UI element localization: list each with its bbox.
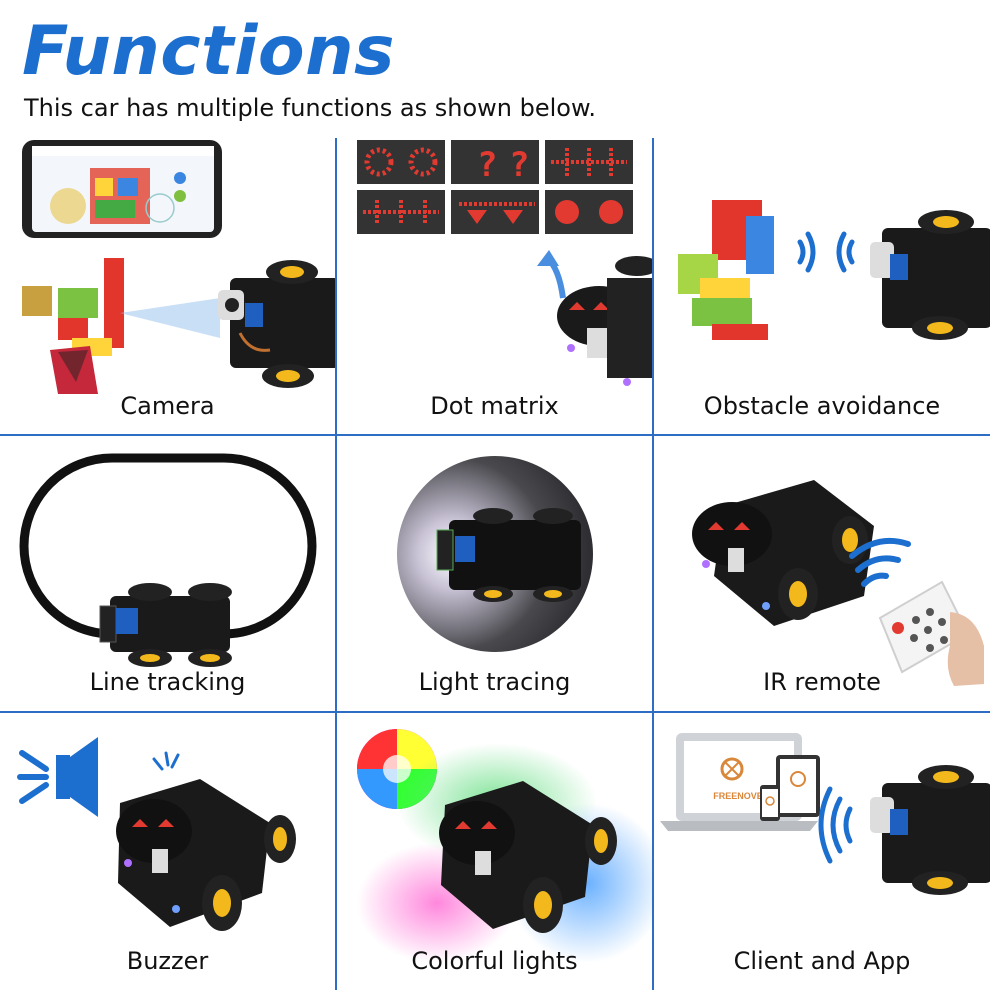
functions-grid: Camera ? ? xyxy=(0,138,990,990)
speaker-icon xyxy=(17,737,98,817)
function-label: IR remote xyxy=(763,668,881,696)
grid-divider xyxy=(652,138,654,990)
phone-icon xyxy=(22,140,222,238)
car-icon xyxy=(870,765,990,895)
function-cell-camera: Camera xyxy=(0,138,335,434)
matrix-panel-4 xyxy=(357,190,445,234)
car-icon xyxy=(870,210,990,340)
matrix-panel-2: ? ? xyxy=(451,140,539,185)
svg-text:?: ? xyxy=(509,145,529,185)
dot-matrix-illustration: ? ? xyxy=(357,140,652,386)
light-tracing-illustration xyxy=(397,456,593,652)
svg-text:?: ? xyxy=(477,145,497,185)
toy-blocks-icon xyxy=(678,200,774,340)
camera-beam xyxy=(120,298,220,338)
hand-icon xyxy=(947,612,984,686)
page-title: Functions xyxy=(22,12,395,91)
grid-divider xyxy=(0,711,990,713)
function-cell-line-tracking: Line tracking xyxy=(0,436,335,711)
signal-waves-icon xyxy=(818,786,853,864)
matrix-panel-1 xyxy=(357,140,445,184)
function-cell-obstacle-avoidance: Obstacle avoidance xyxy=(654,138,990,434)
client-and-app-illustration: FREENOVE xyxy=(660,733,990,895)
function-cell-buzzer: Buzzer xyxy=(0,713,335,990)
ir-remote-icon xyxy=(878,580,984,686)
function-cell-colorful-lights: Colorful lights xyxy=(337,713,652,990)
car-icon xyxy=(218,260,335,388)
grid-divider xyxy=(335,138,337,990)
line-tracking-illustration xyxy=(19,453,317,667)
signal-waves-icon xyxy=(797,231,855,273)
function-cell-light-tracing: Light tracing xyxy=(337,436,652,711)
sound-waves-icon xyxy=(152,751,180,771)
page-subtitle: This car has multiple functions as shown… xyxy=(24,94,597,122)
camera-illustration xyxy=(22,140,335,394)
function-cell-ir-remote: IR remote xyxy=(654,436,990,711)
function-label: Buzzer xyxy=(126,947,209,975)
matrix-panel-3 xyxy=(545,140,633,184)
grid-divider xyxy=(0,434,990,436)
function-label: Client and App xyxy=(733,947,911,975)
matrix-panel-6 xyxy=(545,190,633,234)
laptop-icon: FREENOVE xyxy=(660,733,818,831)
car-icon xyxy=(439,781,617,933)
car-icon xyxy=(99,583,232,667)
function-cell-dot-matrix: ? ? xyxy=(337,138,652,434)
colorful-lights-illustration xyxy=(357,729,652,963)
signal-waves-icon xyxy=(849,538,911,587)
car-icon xyxy=(692,480,874,626)
function-label: Obstacle avoidance xyxy=(703,392,941,420)
ir-remote-illustration xyxy=(692,480,984,686)
car-icon xyxy=(557,256,652,386)
function-label: Dot matrix xyxy=(430,392,559,420)
matrix-panel-5 xyxy=(451,190,539,234)
function-cell-client-and-app: FREENOVE xyxy=(654,713,990,990)
function-label: Light tracing xyxy=(418,668,571,696)
tablet-icon xyxy=(776,755,820,817)
function-label: Colorful lights xyxy=(411,947,578,975)
car-icon xyxy=(116,779,296,931)
car-icon xyxy=(436,508,581,602)
obstacle-avoidance-illustration xyxy=(678,200,990,340)
function-label: Camera xyxy=(120,392,215,420)
toy-blocks-icon xyxy=(22,258,124,394)
buzzer-illustration xyxy=(17,737,296,931)
function-label: Line tracking xyxy=(89,668,246,696)
phone-icon xyxy=(760,785,780,821)
freenove-logo: FREENOVE xyxy=(713,791,763,801)
